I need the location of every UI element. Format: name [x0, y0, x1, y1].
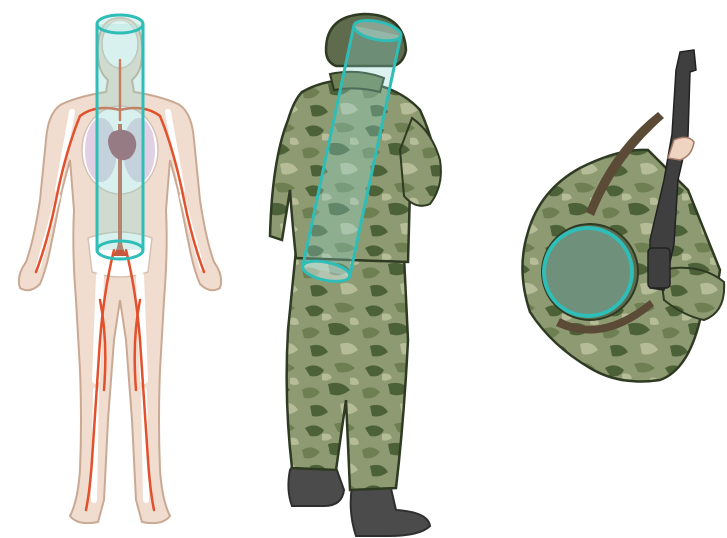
right-arm	[400, 118, 441, 206]
legs	[287, 250, 408, 490]
rifle-stock	[648, 248, 670, 288]
right-boot	[351, 484, 430, 536]
anatomy-figure	[19, 15, 221, 523]
circle-overlay-3	[544, 228, 632, 316]
cylinder-overlay-1	[97, 15, 143, 259]
soldier-top-figure	[522, 50, 724, 382]
soldier-back-figure	[270, 14, 441, 536]
